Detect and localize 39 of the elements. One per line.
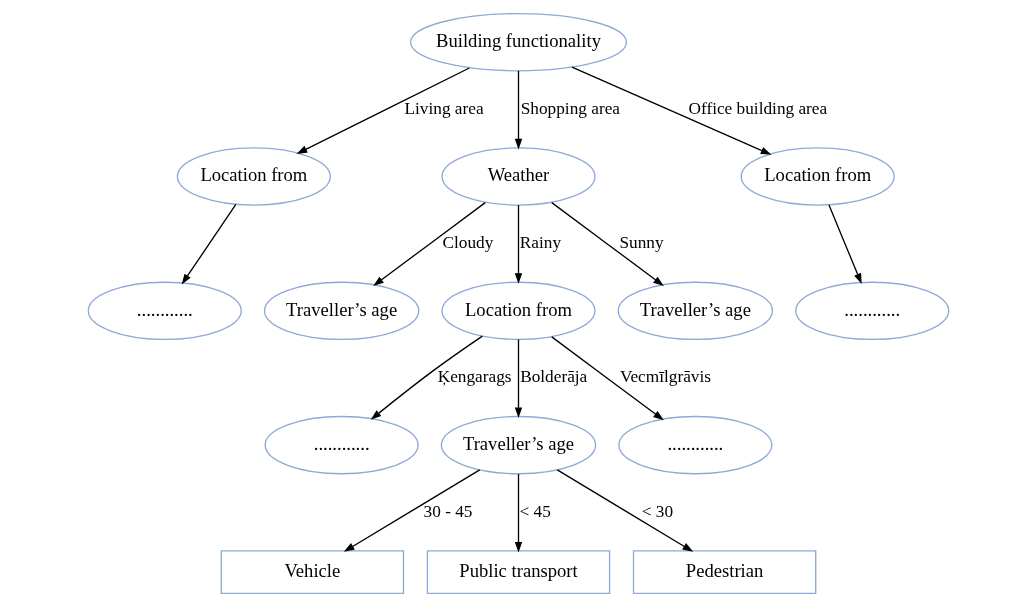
node-ellipse: Building functionality [409, 12, 627, 72]
arrow [827, 204, 862, 285]
edge-label: Ķengarags [437, 367, 512, 387]
node-ellipse: Traveller’s age [440, 415, 596, 475]
arrow [514, 204, 522, 284]
arrow [343, 469, 480, 552]
edge-label: Shopping area [520, 98, 620, 118]
arrow [550, 336, 664, 421]
node-ellipse: Traveller’s age [263, 281, 419, 341]
edge-label: Living area [403, 98, 484, 118]
edge-label: Rainy [519, 233, 561, 253]
edge-label: < 30 [641, 501, 673, 521]
node-ellipse: ............ [794, 281, 949, 341]
arrow [370, 335, 483, 420]
arrow [514, 473, 522, 553]
arrow [514, 70, 522, 150]
node-box: Public transport [426, 550, 610, 595]
arrow [514, 338, 522, 419]
arrow [372, 201, 486, 287]
edge-label: Sunny [618, 233, 664, 253]
node-ellipse: ............ [264, 415, 419, 475]
edge-label: Office building area [688, 98, 827, 118]
arrow [556, 469, 693, 552]
arrow [181, 203, 236, 285]
arrow [550, 201, 664, 287]
edge-label: Cloudy [442, 233, 493, 253]
node-ellipse: Location from [440, 281, 596, 341]
node-box: Vehicle [220, 550, 404, 595]
node-ellipse: Weather [440, 147, 596, 206]
node-ellipse: Traveller’s age [617, 281, 773, 341]
edge-label: 30 - 45 [423, 501, 472, 521]
node-ellipse: ............ [87, 281, 242, 341]
node-ellipse: ............ [617, 415, 772, 475]
edge-label: Bolderāja [519, 367, 587, 387]
arrow [570, 66, 771, 155]
arrow [296, 67, 470, 154]
edge-label: Vecmīlgrāvis [619, 367, 711, 387]
node-box: Pedestrian [632, 550, 816, 595]
edge-label: < 45 [518, 501, 551, 521]
